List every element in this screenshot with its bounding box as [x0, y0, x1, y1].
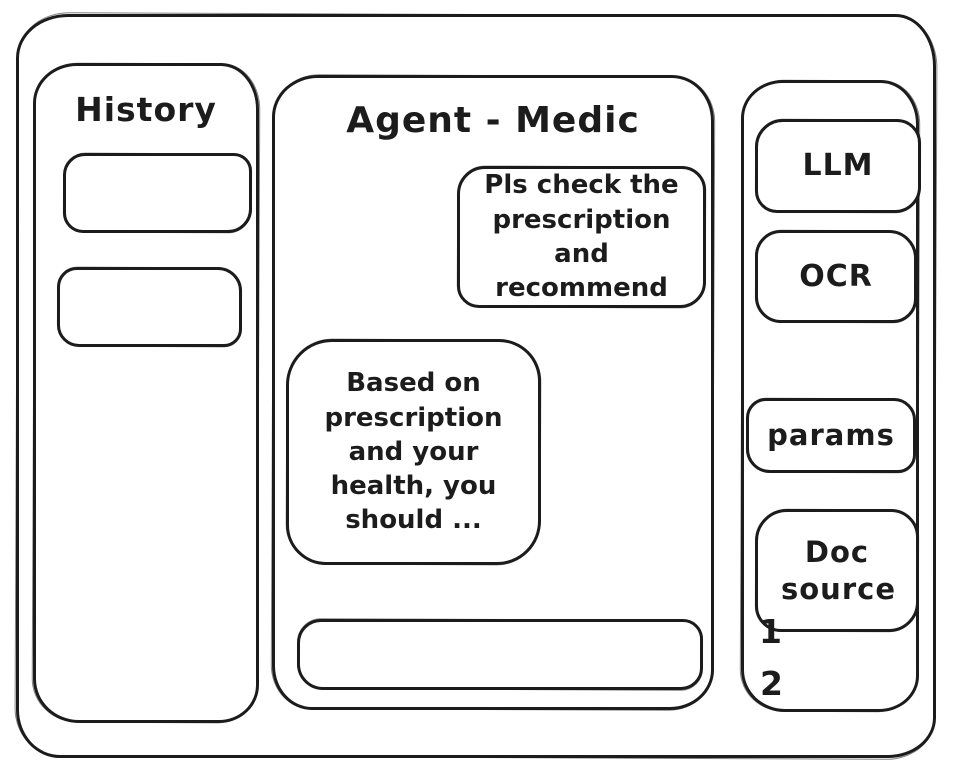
chat-title: Agent - Medic: [346, 100, 640, 141]
doc-source-item[interactable]: 1: [759, 612, 782, 651]
params-button[interactable]: params: [746, 398, 916, 473]
agent-message-text: Based on prescription and your health, y…: [324, 368, 503, 536]
chat-panel: Agent - Medic Pls check the prescription…: [272, 75, 714, 710]
user-message-text: Pls check the prescription and recommend: [484, 170, 679, 304]
ocr-button[interactable]: OCR: [755, 230, 917, 323]
llm-button[interactable]: LLM: [755, 119, 921, 213]
llm-button-label: LLM: [802, 148, 874, 184]
history-panel-title: History: [75, 90, 217, 129]
user-message-bubble: Pls check the prescription and recommend: [457, 166, 706, 308]
ocr-button-label: OCR: [799, 258, 873, 294]
params-button-label: params: [767, 418, 895, 453]
history-item[interactable]: [63, 153, 252, 233]
history-panel: History: [33, 63, 259, 723]
doc-source-button-label: Doc source: [781, 535, 896, 606]
chat-input[interactable]: [297, 619, 703, 690]
doc-source-item[interactable]: 2: [760, 664, 783, 703]
tools-panel: LLM OCR params Doc source 1 2: [741, 80, 921, 712]
history-item[interactable]: [57, 267, 242, 347]
doc-source-button[interactable]: Doc source: [755, 509, 919, 632]
agent-message-bubble: Based on prescription and your health, y…: [286, 339, 541, 565]
